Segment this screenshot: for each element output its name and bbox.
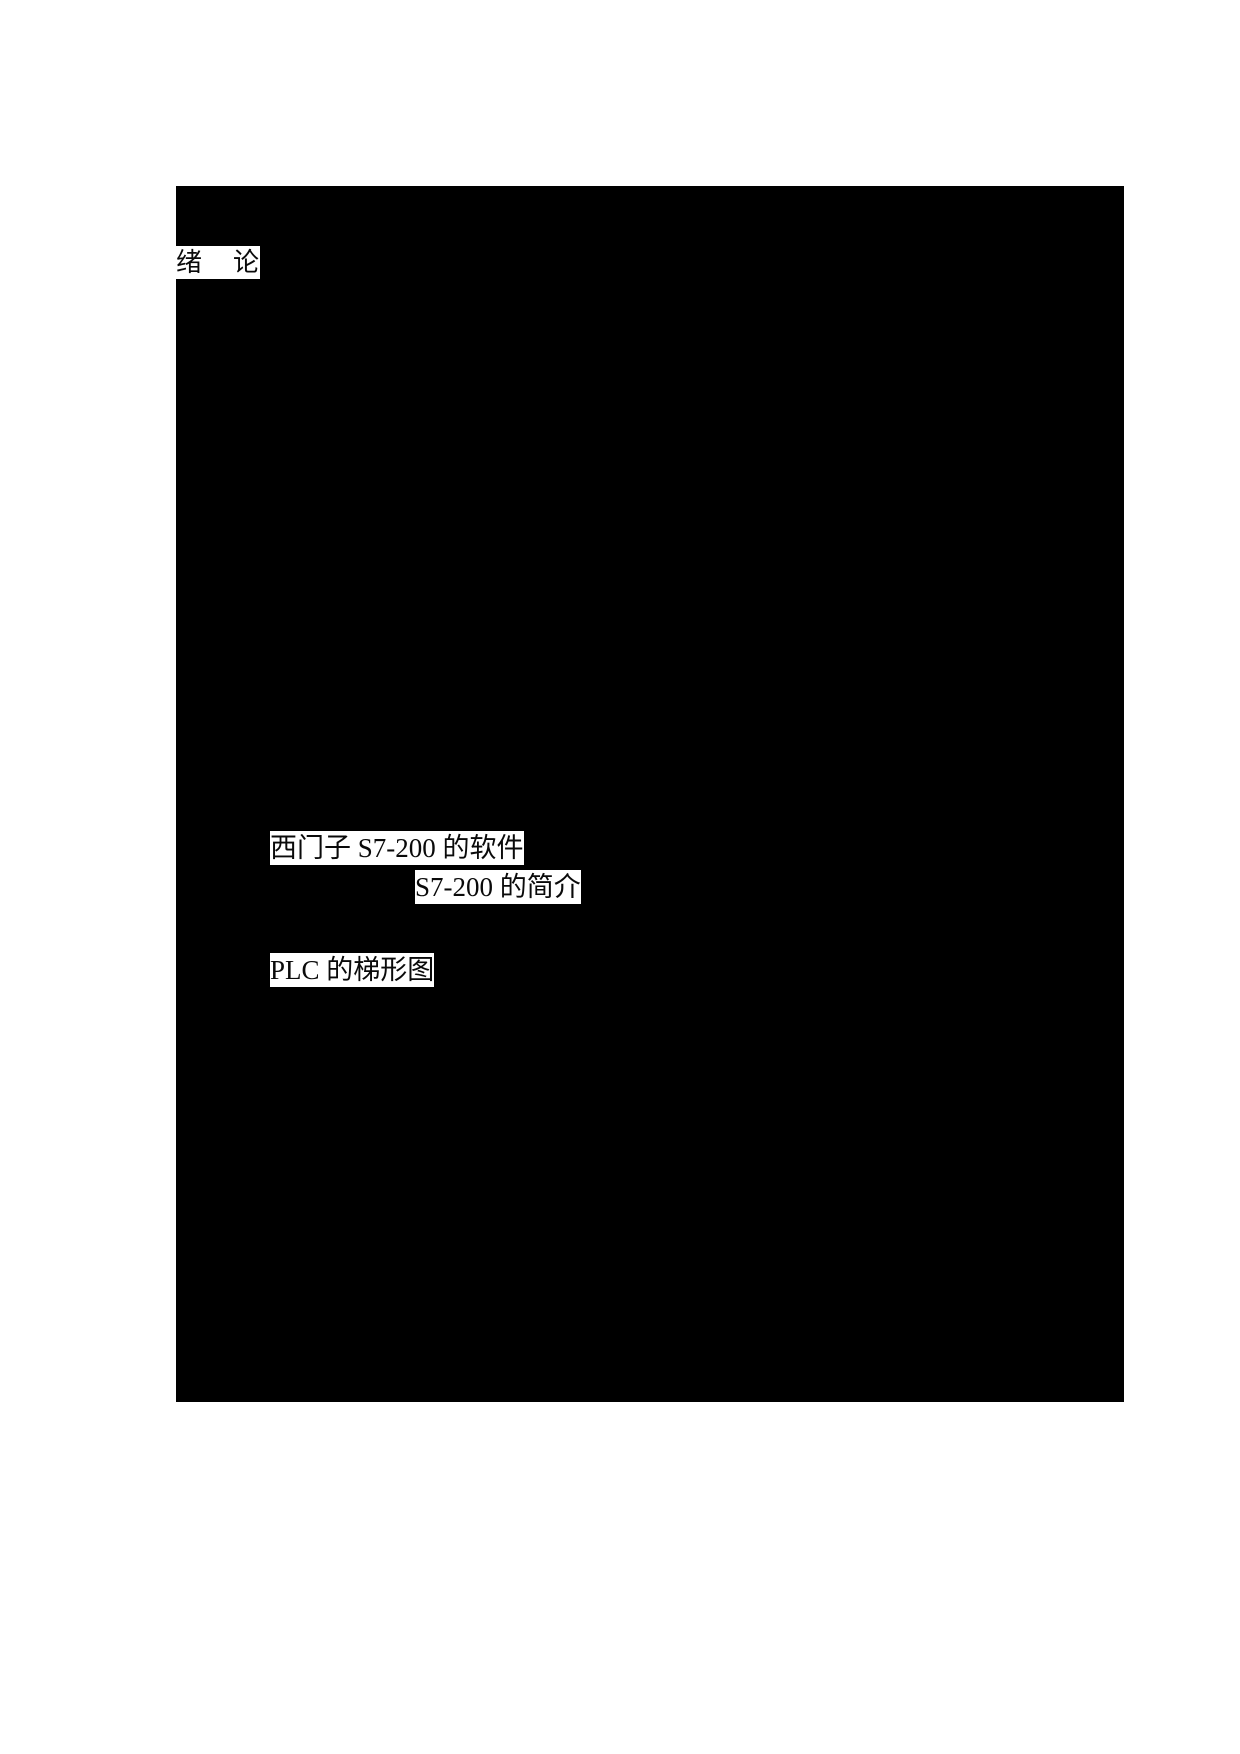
subsection-heading-plc-ladder-diagram: PLC 的梯形图 <box>270 953 435 987</box>
subsection-heading-s7-200-overview: S7-200 的简介 <box>415 870 581 904</box>
document-content-block: 绪 论 西门子 S7-200 的软件 S7-200 的简介 PLC 的梯形图 <box>176 186 1124 1402</box>
subsection-heading-siemens-s7-200-software: 西门子 S7-200 的软件 <box>270 831 524 865</box>
section-heading-introduction: 绪 论 <box>176 246 261 279</box>
